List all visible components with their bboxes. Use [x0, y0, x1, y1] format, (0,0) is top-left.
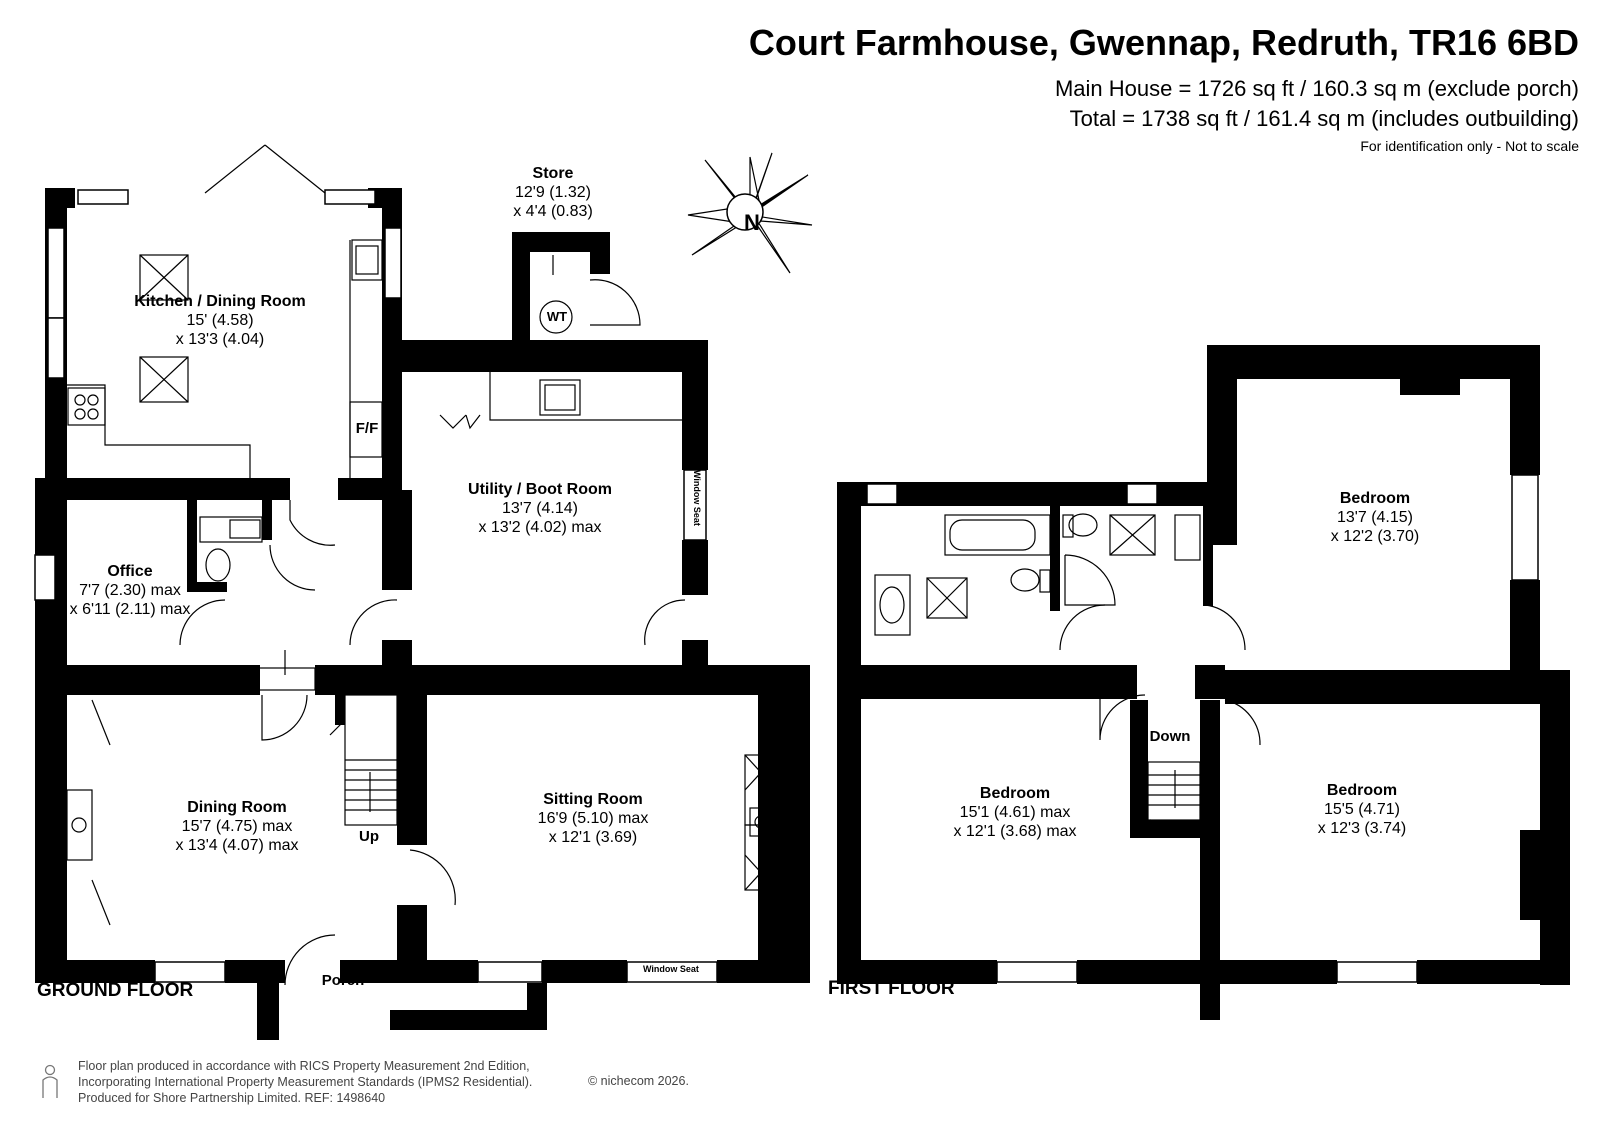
room-dim: x 12'1 (3.68) max — [953, 823, 1077, 840]
room-bedroom-rear: Bedroom 13'7 (4.15) x 12'2 (3.70) — [1331, 489, 1419, 546]
room-name: Kitchen / Dining Room — [134, 293, 306, 310]
room-bedroom-left: Bedroom 15'1 (4.61) max x 12'1 (3.68) ma… — [953, 784, 1076, 841]
room-dim: 16'9 (5.10) max — [537, 810, 649, 827]
nichecom-brand: © nichecom 2026. — [588, 1074, 689, 1088]
room-dim: 15'7 (4.75) max — [181, 818, 293, 835]
room-name: Bedroom — [1326, 782, 1398, 799]
room-dim: 13'7 (4.14) — [501, 500, 578, 517]
room-dim: 15'1 (4.61) max — [959, 804, 1071, 821]
person-scale-icon — [42, 1064, 58, 1098]
room-name: Bedroom — [979, 785, 1051, 802]
stairs-down-label: Down — [1149, 728, 1191, 745]
room-dim: 15' (4.58) — [186, 312, 254, 329]
room-bedroom-right: Bedroom 15'5 (4.71) x 12'3 (3.74) — [1318, 781, 1406, 838]
compass-north-label: N — [744, 210, 760, 235]
room-dim: x 4'4 (0.83) — [513, 203, 593, 220]
room-dim: x 12'2 (3.70) — [1330, 528, 1420, 545]
room-sitting: Sitting Room 16'9 (5.10) max x 12'1 (3.6… — [538, 790, 649, 847]
room-dining: Dining Room 15'7 (4.75) max x 13'4 (4.07… — [175, 798, 298, 855]
property-title: Court Farmhouse, Gwennap, Redruth, TR16 … — [748, 22, 1579, 63]
fridge-freezer-label: F/F — [355, 420, 379, 437]
footer-line: Incorporating International Property Mea… — [78, 1075, 533, 1089]
footer-line: Produced for Shore Partnership Limited. … — [78, 1091, 386, 1105]
room-dim: x 6'11 (2.11) max — [69, 601, 191, 618]
porch-label: Porch — [321, 972, 365, 989]
room-dim: 13'7 (4.15) — [1337, 509, 1413, 526]
room-dim: 12'9 (1.32) — [514, 184, 591, 201]
room-store: Store 12'9 (1.32) x 4'4 (0.83) — [513, 164, 593, 221]
total-area: Total = 1738 sq ft / 161.4 sq m (include… — [1069, 106, 1579, 131]
footer-disclaimer: Floor plan produced in accordance with R… — [78, 1058, 532, 1106]
room-office: Office 7'7 (2.30) max x 6'11 (2.11) max — [70, 562, 191, 619]
window-seat-label-utility: Window Seat — [692, 470, 702, 526]
identification-note: For identification only - Not to scale — [1360, 138, 1579, 154]
main-house-area: Main House = 1726 sq ft / 160.3 sq m (ex… — [1054, 76, 1579, 101]
room-name: Bedroom — [1339, 490, 1411, 507]
room-dim: 7'7 (2.30) max — [79, 582, 181, 599]
room-name: Dining Room — [187, 799, 287, 816]
water-tank-label: WT — [546, 309, 568, 324]
room-dim: x 13'2 (4.02) max — [478, 519, 602, 536]
room-name: Utility / Boot Room — [468, 481, 612, 498]
room-name: Store — [532, 165, 574, 182]
room-dim: 15'5 (4.71) — [1324, 801, 1400, 818]
room-name: Sitting Room — [543, 791, 643, 808]
room-dim: x 13'3 (4.04) — [175, 331, 265, 348]
first-floor-label: FIRST FLOOR — [828, 978, 955, 999]
windows — [34, 189, 1539, 983]
first-floor-walls — [837, 345, 1570, 1020]
room-kitchen-dining: Kitchen / Dining Room 15' (4.58) x 13'3 … — [134, 292, 306, 349]
compass-rose — [687, 152, 813, 274]
footer-line: Floor plan produced in accordance with R… — [78, 1059, 530, 1073]
ground-floor-label: GROUND FLOOR — [37, 980, 194, 1001]
room-dim: x 13'4 (4.07) max — [175, 837, 299, 854]
window-seat-label-sitting: Window Seat — [643, 964, 699, 974]
room-utility-boot: Utility / Boot Room 13'7 (4.14) x 13'2 (… — [468, 480, 612, 537]
fixtures — [66, 144, 1261, 986]
stairs-up-label: Up — [359, 828, 379, 845]
room-dim: x 12'3 (3.74) — [1317, 820, 1407, 837]
room-dim: x 12'1 (3.69) — [548, 829, 638, 846]
room-name: Office — [107, 563, 153, 580]
